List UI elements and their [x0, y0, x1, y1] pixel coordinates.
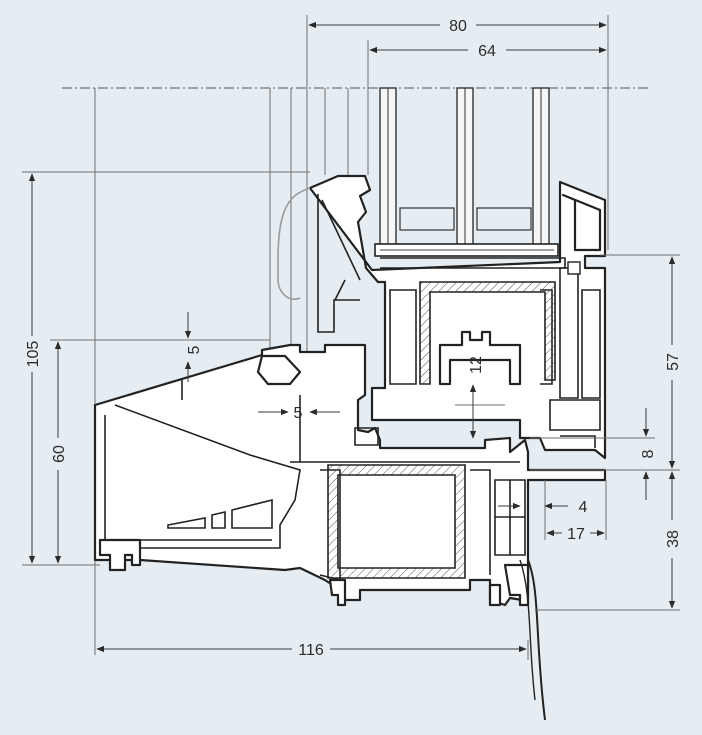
dim-57-label: 57	[665, 353, 682, 371]
dim-116: 116	[96, 642, 527, 659]
dim-5-top-label: 5	[186, 345, 203, 354]
dim-5-top: 5	[184, 312, 203, 382]
dim-4-label: 4	[579, 499, 588, 516]
dim-17: 17	[546, 526, 605, 543]
dim-38-label: 38	[665, 530, 682, 548]
dim-12-label: 12	[468, 356, 485, 374]
dim-8-label: 8	[640, 449, 657, 458]
dim-116-label: 116	[298, 642, 324, 659]
dim-64-label: 64	[478, 43, 496, 60]
cladding-curve	[527, 559, 546, 721]
dim-38: 38	[665, 471, 682, 609]
dim-64: 64	[369, 43, 607, 60]
dim-4: 4	[498, 499, 588, 516]
dim-80: 80	[308, 18, 607, 35]
dim-80-label: 80	[449, 18, 467, 35]
dim-17-label: 17	[567, 526, 585, 543]
dim-5-left-label: 5	[294, 405, 303, 422]
steel-reinforcement-upper	[419, 281, 556, 385]
dim-60: 60	[51, 341, 68, 564]
sash-groove	[438, 330, 522, 386]
dim-60-label: 60	[51, 445, 68, 463]
dim-5-left: 5	[258, 405, 340, 422]
dim-105-label: 105	[25, 341, 42, 368]
dim-8: 8	[640, 408, 657, 500]
dim-105: 105	[25, 173, 42, 564]
triple-glazing	[374, 87, 559, 257]
dim-57: 57	[665, 256, 682, 469]
sash-profile	[308, 174, 607, 460]
extension-lines	[22, 171, 680, 611]
dim-12: 12	[468, 356, 485, 439]
cap-outline	[277, 187, 311, 300]
steel-reinforcement-lower	[327, 464, 466, 579]
